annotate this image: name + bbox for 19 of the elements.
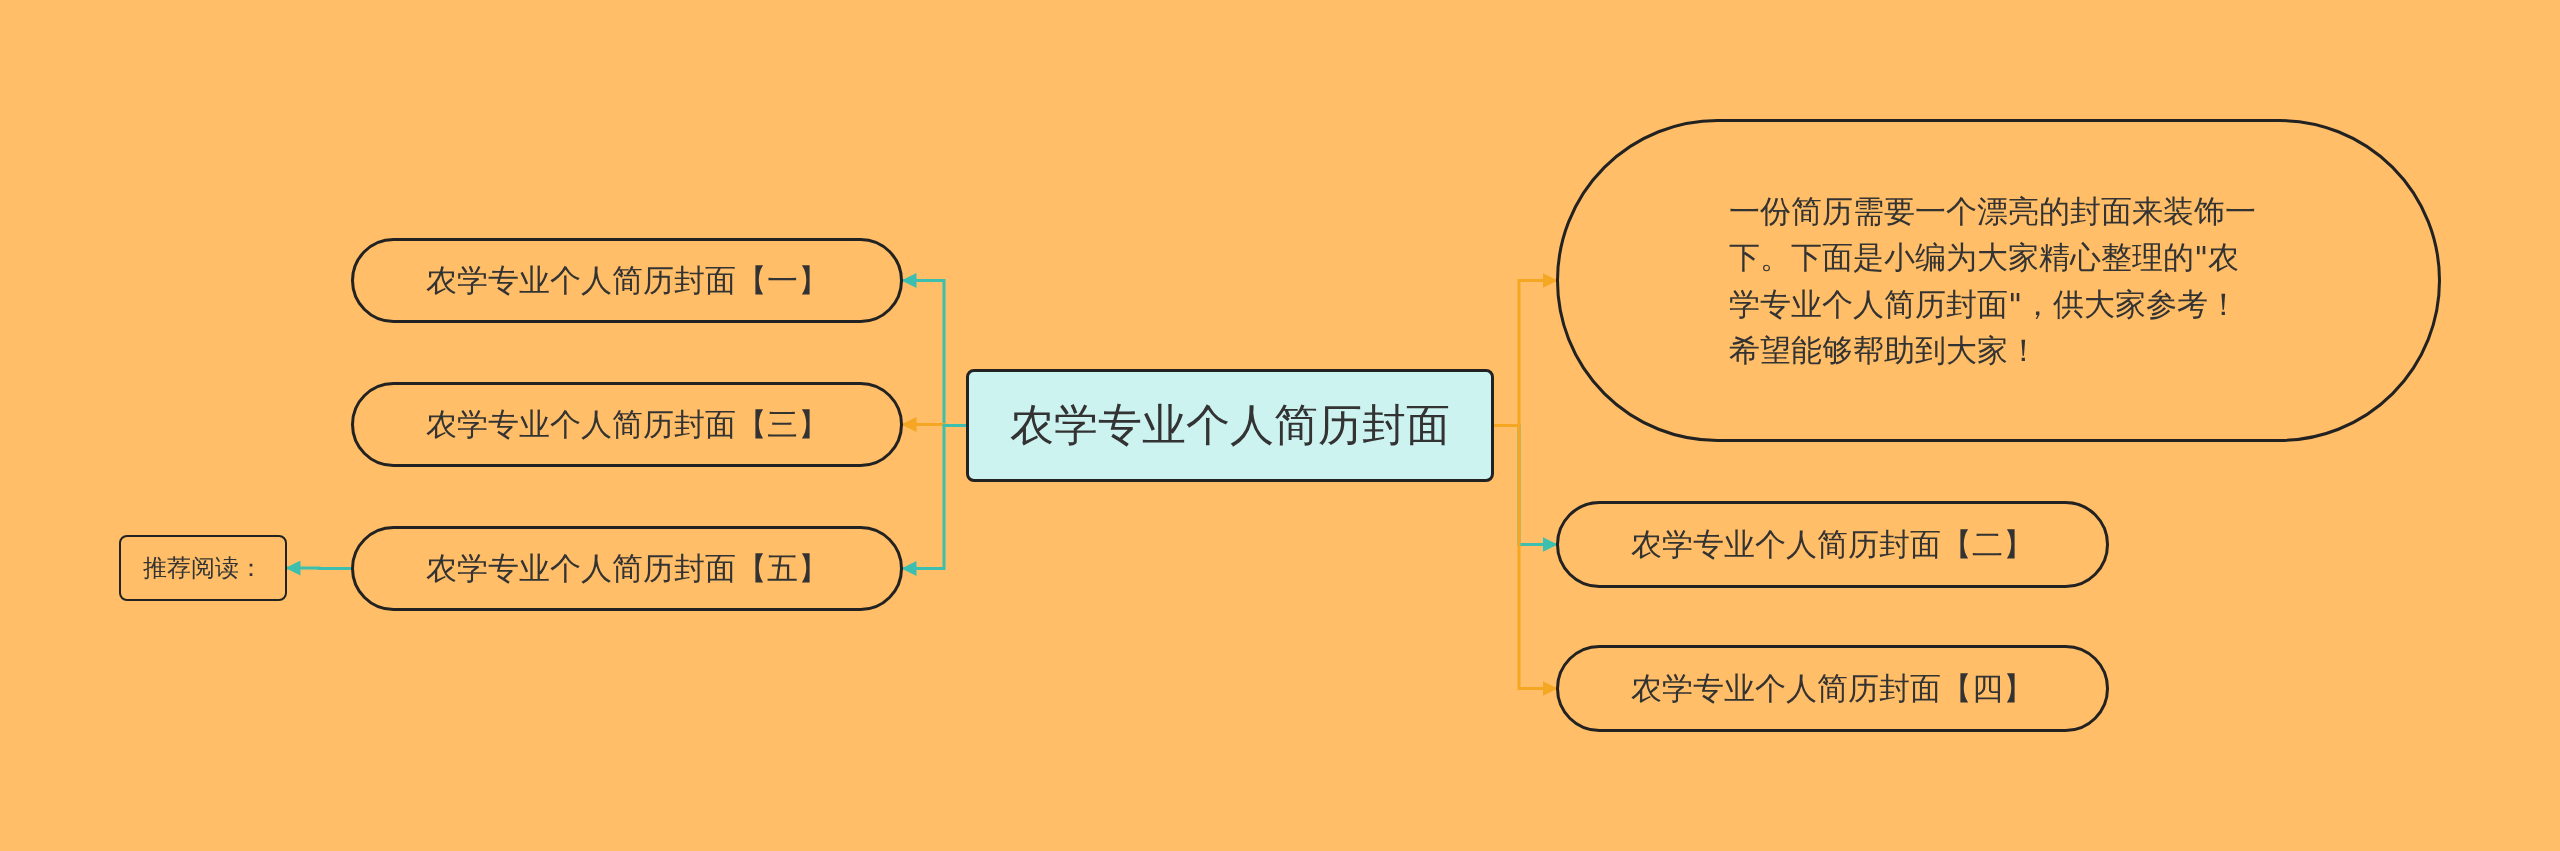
node-text: 农学专业个人简历封面 [1010,398,1450,452]
node-text: 农学专业个人简历封面【四】 [1631,668,2034,708]
note-box [119,535,287,601]
connector-arrow [901,424,966,576]
node-text: 农学专业个人简历封面【五】 [425,548,829,588]
topic-pill [1556,119,2441,442]
topic-pill [351,382,903,467]
node-text: 一份简历需要一个漂亮的封面来装饰一下。下面是小编为大家精心整理的"农学专业个人简历封面"，供大家参考！希望能够帮助到大家！ [1729,191,2257,370]
topic-pill [351,238,903,323]
central-topic-box [966,369,1494,482]
topic-pill [351,526,903,611]
node-text: 推荐阅读： [143,553,263,584]
topic-pill [1556,645,2109,732]
connector-arrow [285,560,351,576]
topic-pill [1556,501,2109,588]
node-text: 农学专业个人简历封面【三】 [425,404,829,444]
node-text: 农学专业个人简历封面【一】 [425,260,829,300]
node-text: 农学专业个人简历封面【二】 [1631,524,2034,564]
connector-arrow [1494,424,1558,696]
